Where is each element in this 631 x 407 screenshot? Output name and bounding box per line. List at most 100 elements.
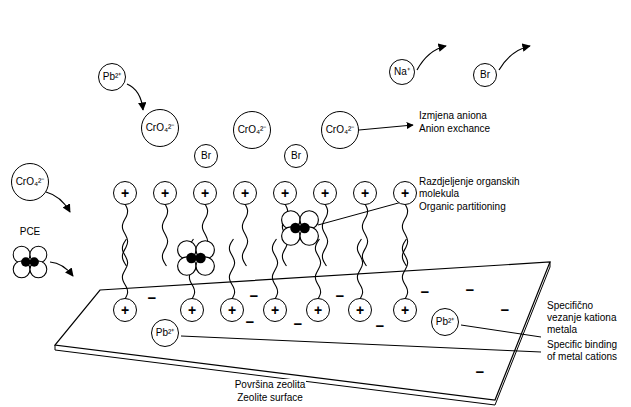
motion-arrow [499, 46, 530, 70]
zeolite-slab [55, 262, 550, 400]
bromide-ion: Br [473, 63, 497, 87]
charge-sign: + [401, 186, 409, 200]
ion-formula: CrO₄²⁻ [146, 123, 175, 133]
motion-arrow [127, 84, 143, 110]
charge-sign: + [281, 186, 289, 200]
charge-sign: + [121, 186, 129, 200]
pce-molecules [13, 211, 318, 278]
surfactant-tail [362, 204, 367, 266]
surfactant-tail [242, 204, 247, 266]
carbon-atom [195, 253, 205, 263]
lead-ion: Pb²⁺ [98, 63, 127, 92]
headgroup-circle: + [220, 298, 244, 322]
negative-charge: − [465, 284, 476, 296]
headgroup-circle: + [193, 181, 217, 205]
ion-formula: Pb²⁺ [436, 317, 455, 327]
ion-formula: Br [291, 151, 301, 161]
ion-formula: Na⁺ [394, 67, 410, 77]
lead-ion: Pb²⁺ [151, 319, 180, 348]
carbon-atom [186, 253, 196, 263]
ion-formula: CrO₄²⁻ [16, 177, 45, 187]
process-label: Specific binding of metal cations [546, 339, 628, 363]
surfactant-tails [122, 204, 407, 299]
chromate-ion: CrO₄²⁻ [141, 109, 180, 148]
carbon-atom [21, 257, 30, 266]
surface-label: Površina zeolita [234, 379, 307, 391]
charge-sign: + [161, 186, 169, 200]
leader-line [461, 325, 541, 337]
charge-sign: + [271, 303, 279, 317]
motion-arrows [46, 46, 530, 276]
leader-line [181, 336, 541, 352]
negative-charge: − [420, 286, 431, 298]
surfactant-tail [402, 204, 407, 266]
negative-charge: − [245, 316, 256, 328]
headgroup-circle: + [393, 298, 417, 322]
sodium-ion: Na⁺ [389, 59, 415, 85]
pce-molecule [282, 211, 319, 246]
negative-charge: − [293, 318, 304, 330]
surfactant-tail [272, 239, 277, 299]
charge-sign: + [361, 186, 369, 200]
lead-ion: Pb²⁺ [431, 308, 460, 337]
headgroup-circle: + [393, 181, 417, 205]
headgroup-circle: + [113, 181, 137, 205]
motion-arrow [417, 46, 446, 70]
pce-molecule [13, 246, 47, 278]
headgroup-circle: + [263, 298, 287, 322]
charge-sign: + [356, 303, 364, 317]
negative-charge: − [335, 290, 346, 302]
ion-formula: Pb²⁺ [156, 328, 175, 338]
process-label: Specifično vezanje kationa metala [546, 300, 628, 336]
headgroup-circle: + [348, 298, 372, 322]
headgroup-circle: + [353, 181, 377, 205]
charge-sign: + [201, 186, 209, 200]
charge-sign: + [188, 303, 196, 317]
ion-formula: CrO₄²⁻ [326, 125, 355, 135]
surfactant-tail [229, 239, 234, 299]
negative-charge: − [475, 366, 486, 378]
charge-sign: + [228, 303, 236, 317]
process-label: Organic partitioning [418, 201, 507, 213]
carbon-atom [29, 257, 38, 266]
surfactant-tail [122, 239, 127, 299]
surfactant-tail [357, 239, 362, 299]
headgroup-circle: + [313, 181, 337, 205]
charge-sign: + [121, 303, 129, 317]
negative-charge: − [147, 292, 158, 304]
negative-charge: − [249, 290, 260, 302]
surfactant-tail [322, 204, 327, 266]
chromate-ion: CrO₄²⁻ [321, 111, 360, 150]
carbon-atom [290, 223, 300, 233]
motion-arrow [50, 262, 73, 276]
chromate-ion: CrO₄²⁻ [11, 163, 50, 202]
ion-formula: Pb²⁺ [103, 72, 122, 82]
headgroup-circle: + [233, 181, 257, 205]
charge-sign: + [314, 303, 322, 317]
carbon-atom [299, 223, 309, 233]
charge-sign: + [321, 186, 329, 200]
headgroup-circle: + [180, 298, 204, 322]
bromide-ion: Br [194, 144, 218, 168]
process-label: Izmjena aniona [418, 110, 488, 122]
leader-lines [181, 125, 541, 352]
surfactant-tail [122, 204, 127, 266]
negative-charge: − [500, 304, 511, 316]
headgroup-circle: + [113, 298, 137, 322]
headgroup-circle: + [153, 181, 177, 205]
process-label: Anion exchance [418, 123, 491, 135]
chromate-ion: CrO₄²⁻ [233, 111, 272, 150]
bromide-ion: Br [284, 144, 308, 168]
headgroup-circle: + [306, 298, 330, 322]
motion-arrow [46, 192, 70, 212]
process-label: Razdjeljenje organskih molekula [418, 176, 530, 200]
charge-sign: + [241, 186, 249, 200]
leader-line [359, 125, 413, 130]
surface-label: Zeolite surface [236, 392, 304, 404]
surfactant-tail [162, 204, 167, 266]
charge-sign: + [401, 303, 409, 317]
ion-formula: CrO₄²⁻ [238, 125, 267, 135]
